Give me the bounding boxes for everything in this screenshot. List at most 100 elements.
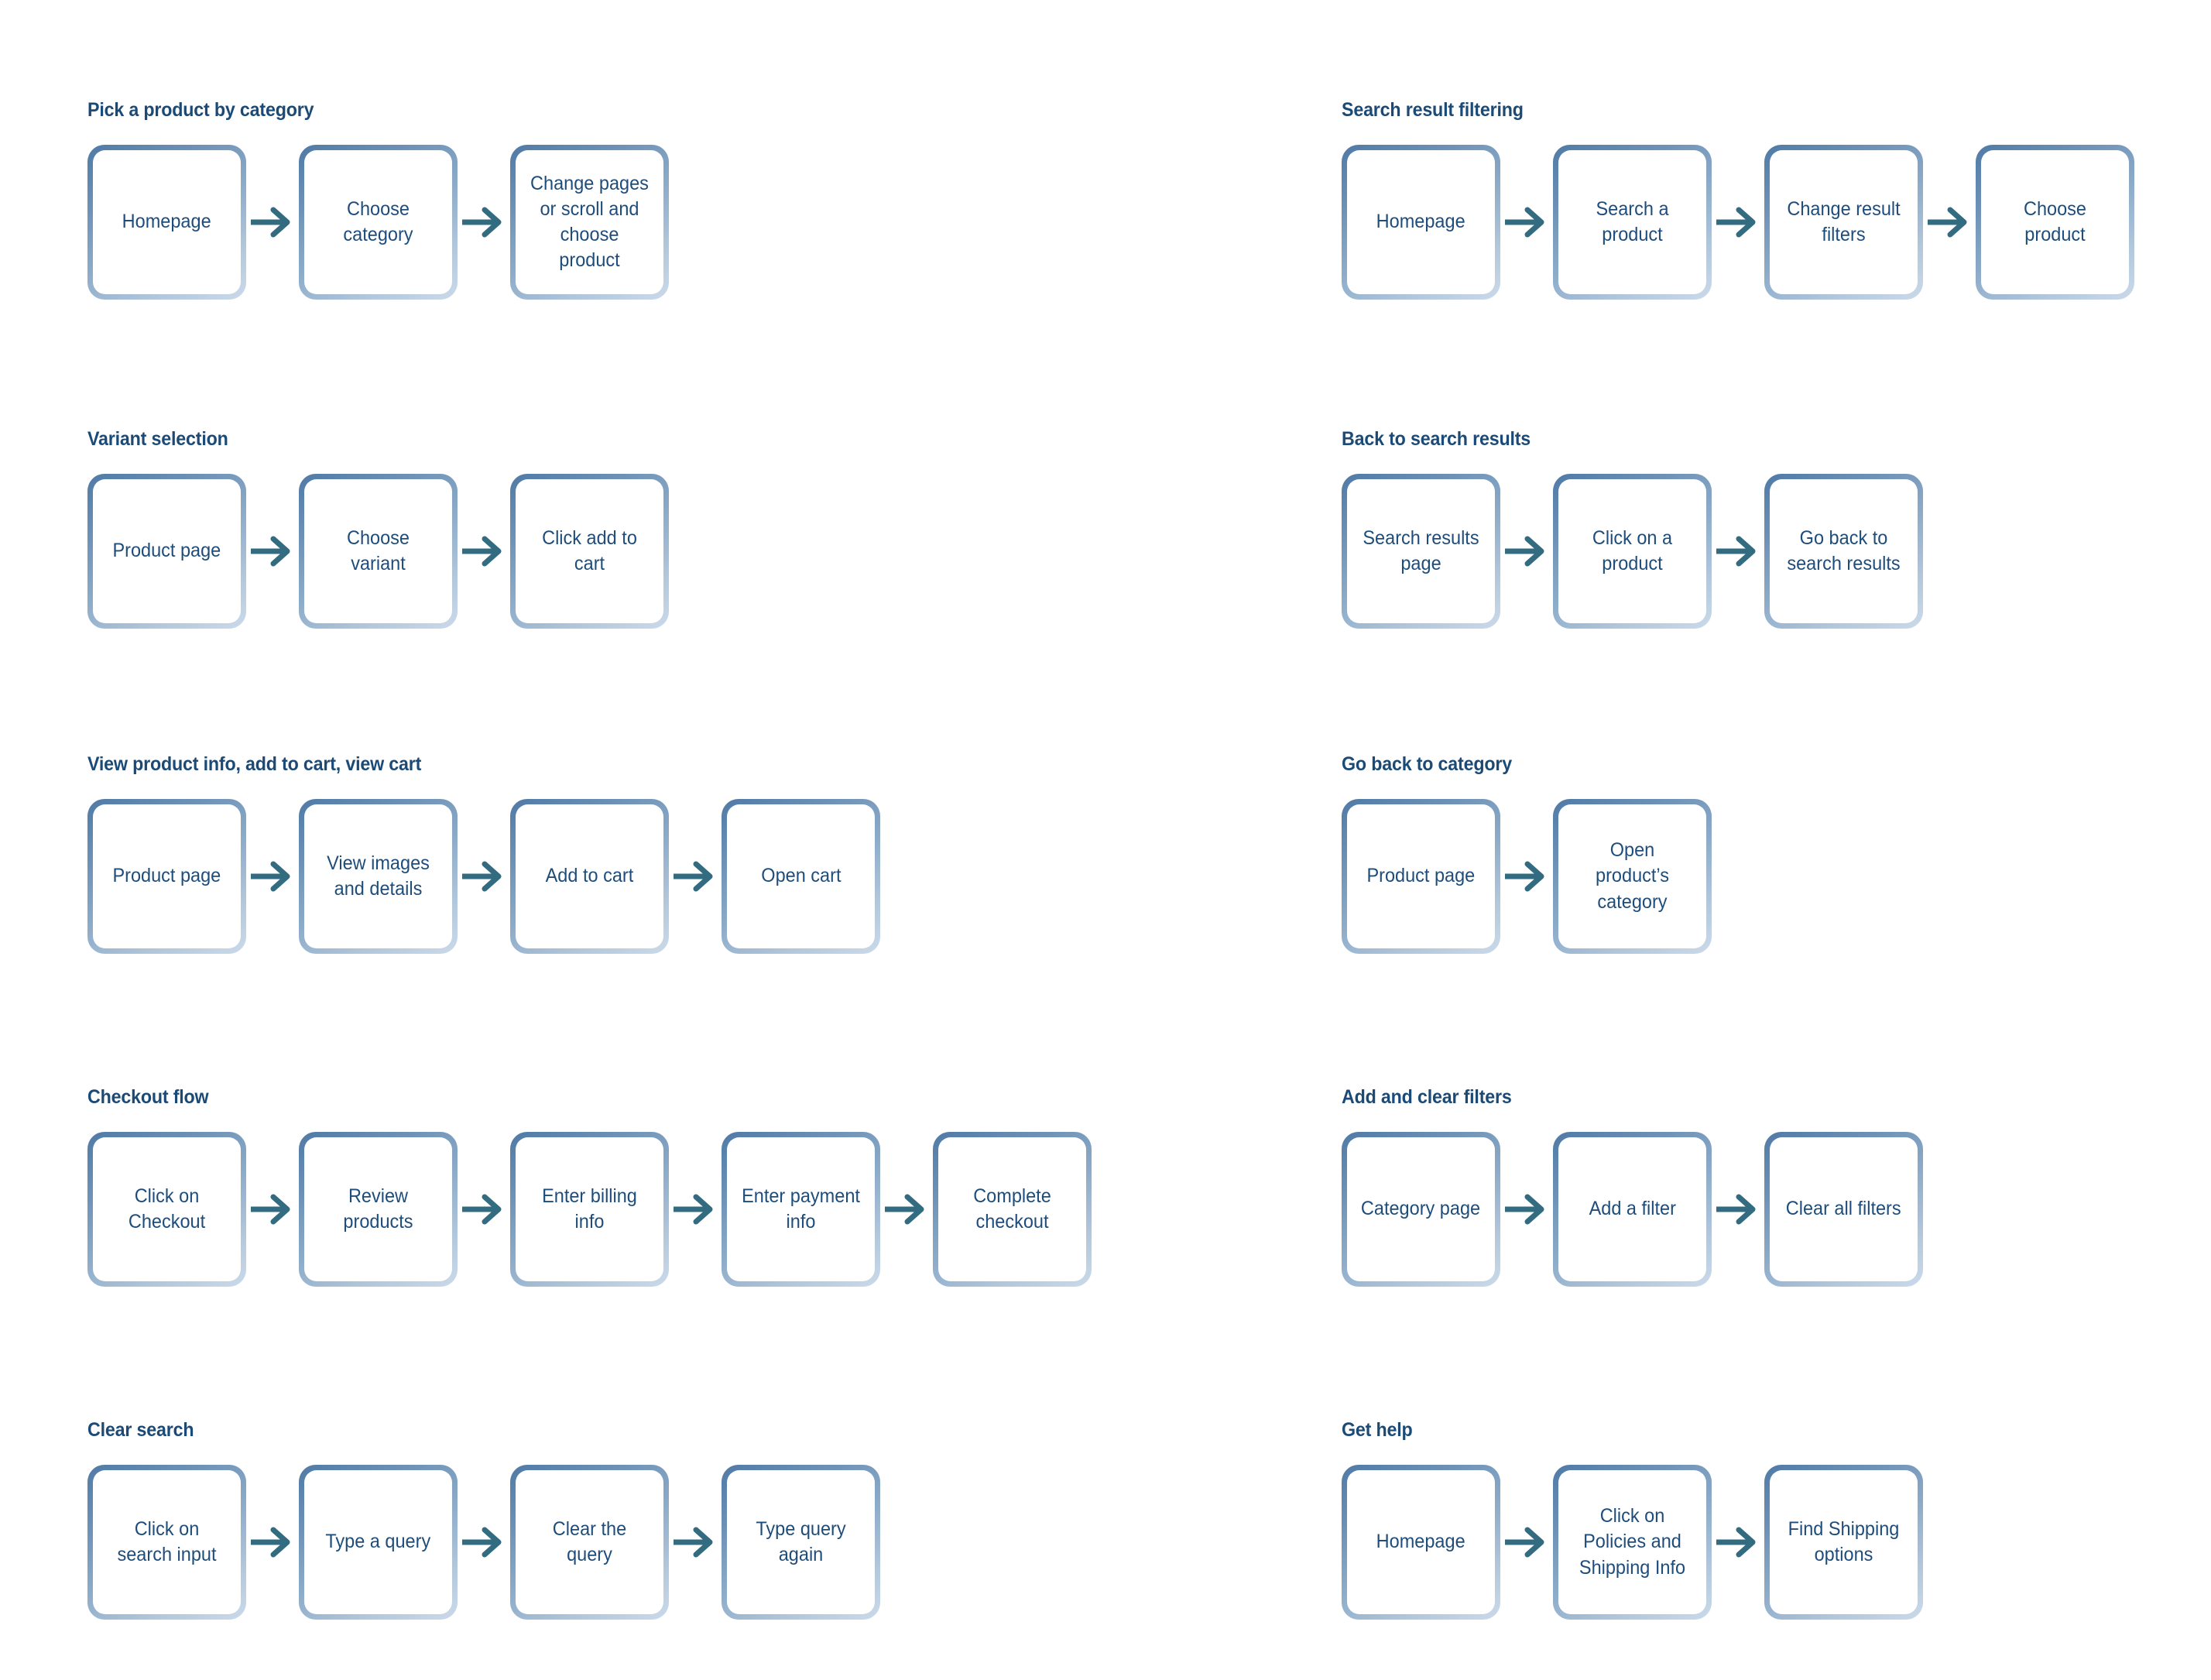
arrow-right-icon — [1500, 201, 1553, 243]
flow-step-box[interactable]: Product page — [87, 799, 246, 954]
flow-step-box[interactable]: Product page — [87, 474, 246, 629]
flow-step-box[interactable]: Category page — [1342, 1132, 1500, 1287]
flow-step-box[interactable]: Choose product — [1976, 145, 2134, 300]
flow-step-box[interactable]: Search a product — [1553, 145, 1712, 300]
flow-step-box[interactable]: Open product’s category — [1553, 799, 1712, 954]
flow-step-box-inner: Enter billing info — [516, 1137, 663, 1281]
flow-step-box[interactable]: Type a query — [299, 1465, 458, 1620]
flow-step-box[interactable]: Add a filter — [1553, 1132, 1712, 1287]
flow-step-box[interactable]: Choose variant — [299, 474, 458, 629]
flow-step-label: Search a product — [1596, 197, 1669, 245]
arrow-right-icon — [1923, 201, 1976, 243]
flow-step-box[interactable]: Click add to cart — [510, 474, 669, 629]
flow-step-box[interactable]: Go back to search results — [1764, 474, 1923, 629]
flow-title: Back to search results — [1342, 428, 1531, 450]
flow-step-box[interactable]: Change pages or scroll and choose produc… — [510, 145, 669, 300]
flow-step-box-inner: Find Shipping options — [1770, 1470, 1918, 1614]
flow-step-box-inner: View images and details — [304, 804, 452, 948]
flow-step-box[interactable]: Homepage — [1342, 145, 1500, 300]
flow-step-box[interactable]: Enter payment info — [722, 1132, 880, 1287]
arrow-right-icon — [1712, 1521, 1764, 1563]
flow-step-box[interactable]: Homepage — [87, 145, 246, 300]
flow-step-box-inner: Type a query — [304, 1470, 452, 1614]
flow-step-label: Search results page — [1363, 526, 1479, 574]
flow-group: View product info, add to cart, view car… — [87, 755, 880, 954]
flow-step-box[interactable]: Choose category — [299, 145, 458, 300]
flow-step-box[interactable]: Type query again — [722, 1465, 880, 1620]
flow-step-label: Homepage — [122, 211, 211, 233]
flow-step-box-inner: Search a product — [1558, 150, 1706, 294]
flow-step-box-inner: Go back to search results — [1770, 479, 1918, 623]
arrow-right-icon — [246, 855, 299, 897]
flow-step-label: Product page — [1366, 865, 1476, 887]
flow-step-box-inner: Choose variant — [304, 479, 452, 623]
arrow-right-icon — [458, 1188, 510, 1230]
flow-step-box[interactable]: Add to cart — [510, 799, 669, 954]
flow-step-label: Click on Checkout — [128, 1185, 206, 1233]
flow-step-box-inner: Add to cart — [516, 804, 663, 948]
arrow-right-icon — [1712, 201, 1764, 243]
flow-title: Add and clear filters — [1342, 1086, 1512, 1108]
flow-title: Variant selection — [87, 428, 228, 450]
flow-step-box[interactable]: Enter billing info — [510, 1132, 669, 1287]
flow-step-label: Enter billing info — [542, 1185, 637, 1233]
flow-step-box-inner: Product page — [93, 804, 241, 948]
flow-step-label: Clear the query — [552, 1517, 627, 1565]
flow-step-label: Homepage — [1376, 211, 1465, 233]
flow-step-label: Complete checkout — [973, 1185, 1051, 1233]
flow-step-box[interactable]: Click on search input — [87, 1465, 246, 1620]
arrow-right-icon — [669, 1188, 722, 1230]
flow-steps-row: Category page Add a filter Clear all filte… — [1342, 1132, 1923, 1287]
flow-step-box[interactable]: View images and details — [299, 799, 458, 954]
flow-step-box-inner: Click on search input — [93, 1470, 241, 1614]
flow-step-box[interactable]: Clear the query — [510, 1465, 669, 1620]
flow-step-label: Product page — [112, 540, 221, 562]
flow-step-label: Change pages or scroll and choose produc… — [530, 172, 649, 272]
flow-step-box[interactable]: Change result filters — [1764, 145, 1923, 300]
flow-step-label: Open cart — [760, 865, 842, 887]
flow-step-label: Choose product — [2023, 197, 2086, 245]
flow-step-box-inner: Search results page — [1347, 479, 1495, 623]
flow-step-box[interactable]: Complete checkout — [933, 1132, 1092, 1287]
flow-step-label: Open product’s category — [1596, 839, 1669, 913]
flow-step-label: Click add to cart — [542, 526, 637, 574]
flow-step-box-inner: Click on Policies and Shipping Info — [1558, 1470, 1706, 1614]
arrow-right-icon — [246, 201, 299, 243]
flow-step-box[interactable]: Click on Policies and Shipping Info — [1553, 1465, 1712, 1620]
flow-step-label: Choose category — [343, 197, 413, 245]
flow-step-box[interactable]: Find Shipping options — [1764, 1465, 1923, 1620]
flow-step-label: Find Shipping options — [1788, 1517, 1900, 1565]
flow-steps-row: Product page View images and details Add t… — [87, 799, 880, 954]
flow-step-box[interactable]: Search results page — [1342, 474, 1500, 629]
flow-title: Checkout flow — [87, 1086, 209, 1108]
flow-steps-row: Homepage Choose category Change pages or s… — [87, 145, 669, 300]
flow-step-box[interactable]: Click on Checkout — [87, 1132, 246, 1287]
flow-step-box[interactable]: Open cart — [722, 799, 880, 954]
flow-step-label: Homepage — [1376, 1531, 1465, 1553]
flow-step-label: Type query again — [756, 1517, 846, 1565]
flow-step-box-inner: Review products — [304, 1137, 452, 1281]
flow-step-box-inner: Click on Checkout — [93, 1137, 241, 1281]
arrow-right-icon — [669, 1521, 722, 1563]
flow-step-box[interactable]: Product page — [1342, 799, 1500, 954]
flow-step-box[interactable]: Clear all filters — [1764, 1132, 1923, 1287]
flow-step-box[interactable]: Review products — [299, 1132, 458, 1287]
arrow-right-icon — [458, 1521, 510, 1563]
arrow-right-icon — [246, 530, 299, 572]
flow-step-box-inner: Homepage — [1347, 1470, 1495, 1614]
flow-title: Clear search — [87, 1419, 194, 1441]
arrow-right-icon — [1712, 1188, 1764, 1230]
flow-step-box-inner: Choose product — [1981, 150, 2129, 294]
arrow-right-icon — [246, 1521, 299, 1563]
arrow-right-icon — [458, 201, 510, 243]
flow-step-box[interactable]: Homepage — [1342, 1465, 1500, 1620]
flow-title: View product info, add to cart, view car… — [87, 753, 422, 775]
flow-step-label: Review products — [343, 1185, 413, 1233]
flow-steps-row: Click on search input Type a query Clear t… — [87, 1465, 880, 1620]
flow-step-box[interactable]: Click on a product — [1553, 474, 1712, 629]
